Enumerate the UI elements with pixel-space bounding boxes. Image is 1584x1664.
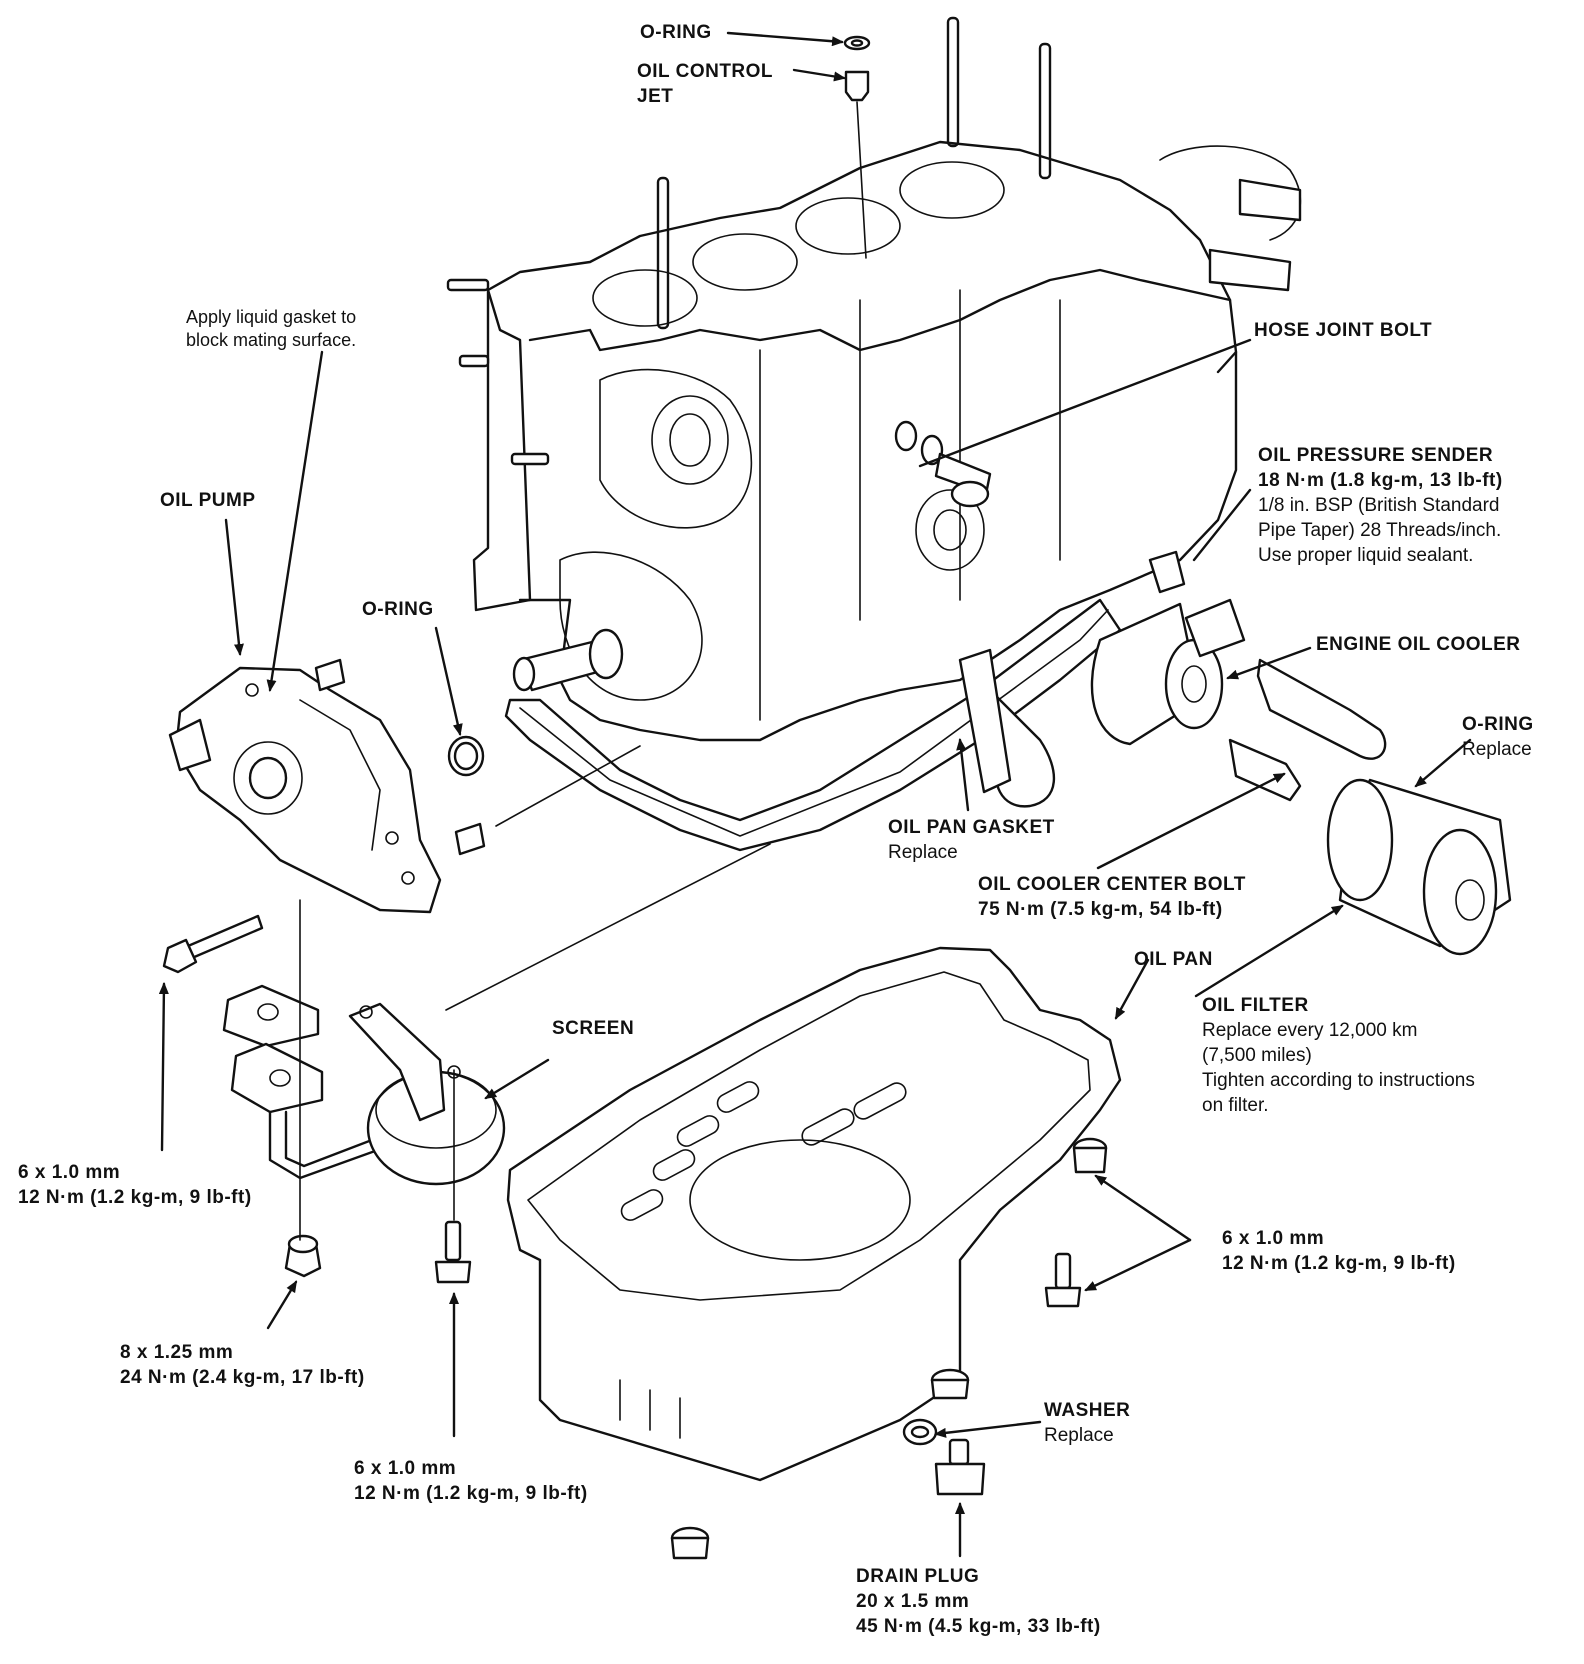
oil-filter	[1326, 778, 1512, 956]
oil-pressure-sender-label: OIL PRESSURE SENDER 18 N·m (1.8 kg-m, 13…	[1258, 445, 1503, 566]
pan-bolt-right-spec: 6 x 1.0 mm 12 N·m (1.2 kg-m, 9 lb-ft)	[1222, 1228, 1456, 1274]
o-ring-pump-label: O-RING	[362, 599, 434, 620]
oil-cooler-assembly	[894, 420, 1387, 808]
leader-lines	[158, 31, 1472, 1558]
hose-joint-bolt-label: HOSE JOINT BOLT	[1254, 320, 1433, 341]
oil-filter-label: OIL FILTER Replace every 12,000 km (7,50…	[1202, 995, 1475, 1116]
oil-control-jet-parts	[843, 35, 871, 259]
oil-pan-label: OIL PAN	[1134, 949, 1213, 970]
oil-pan-gasket-label: OIL PAN GASKET Replace	[888, 817, 1055, 863]
washer-label: WASHER Replace	[1044, 1400, 1131, 1446]
screen-bolt-spec: 6 x 1.0 mm 12 N·m (1.2 kg-m, 9 lb-ft)	[354, 1458, 588, 1504]
oil-pan	[506, 946, 1122, 1482]
engine-oil-cooler-label: ENGINE OIL COOLER	[1316, 634, 1521, 655]
oil-pump	[168, 666, 442, 914]
o-ring-filter-label: O-RING Replace	[1462, 714, 1534, 760]
drain-plug-label: DRAIN PLUG 20 x 1.5 mm 45 N·m (4.5 kg-m,…	[856, 1566, 1101, 1637]
oil-cooler-center-bolt-label: OIL COOLER CENTER BOLT 75 N·m (7.5 kg-m,…	[978, 874, 1246, 920]
oil-pump-label: OIL PUMP	[160, 490, 256, 511]
fasteners	[284, 1137, 1108, 1560]
pump-bolt-spec: 6 x 1.0 mm 12 N·m (1.2 kg-m, 9 lb-ft)	[18, 1162, 252, 1208]
oil-screen	[222, 984, 506, 1186]
o-ring-top-label: O-RING	[640, 22, 712, 43]
oil-control-jet-label: OIL CONTROL JET	[637, 61, 774, 107]
screen-label: SCREEN	[552, 1018, 635, 1039]
engine-block	[446, 16, 1302, 742]
pump-o-ring	[447, 735, 485, 777]
oil-pump-bolt	[162, 914, 264, 974]
dowel-pins	[314, 658, 486, 856]
liquid-gasket-note: Apply liquid gasket to block mating surf…	[186, 307, 357, 350]
screen-nut-spec: 8 x 1.25 mm 24 N·m (2.4 kg-m, 17 lb-ft)	[120, 1342, 365, 1388]
